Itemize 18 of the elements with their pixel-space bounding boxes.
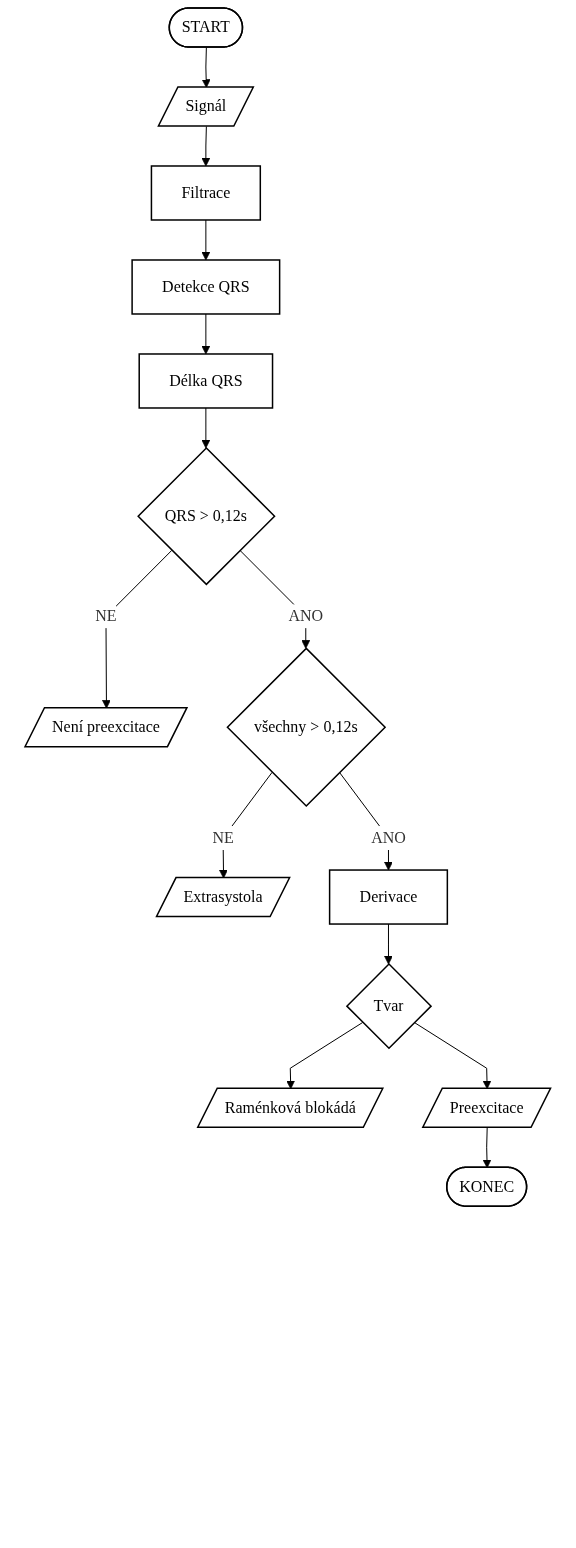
edge-label: NE [95,607,117,625]
node-diamond: Tvar [346,962,433,1050]
arrow [201,219,211,261]
node-diamond: všechny > 0,12s [226,647,387,808]
node-box: Filtrace [150,165,262,221]
arrow [384,923,394,965]
node-box: Detekce QRS [131,259,281,315]
edge-label: NE [212,829,234,847]
node-box: Délka QRS [138,353,274,409]
edge-label: ANO [288,607,324,625]
arrow [201,313,211,355]
node-diamond: QRS > 0,12s [137,446,276,586]
node-box: Derivace [329,869,449,925]
arrow [201,407,211,449]
arrow [202,47,211,88]
edge-label: ANO [371,829,407,847]
arrow [201,126,211,167]
arrow [482,1127,492,1169]
